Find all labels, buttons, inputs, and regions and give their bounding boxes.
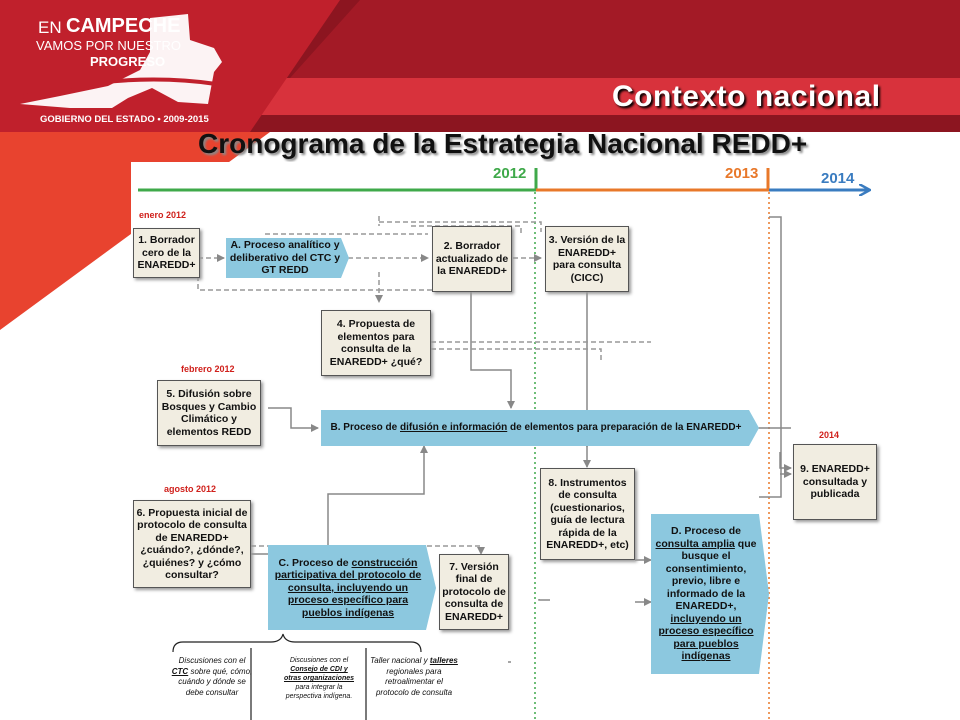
date-febrero-2012: febrero 2012 [181,364,235,374]
process-a-shape [226,238,349,278]
step-8-text: 8. Instrumentos de consulta (cuestionari… [546,476,629,552]
note-ctc-underline: CTC [171,666,189,676]
step-7-text: 7. Versión final de protocolo de consult… [442,560,506,623]
step-d-text: D. Proceso de consulta amplia que busque… [655,525,757,663]
step-3-box: 3. Versión de la ENAREDD+ para consulta … [545,226,629,292]
step-b-text: B. Proceso de difusión e información de … [330,421,742,433]
logo-road-icon [9,77,217,102]
note-cdi-underline: Consejo de CDI y otras organizaciones [283,666,355,682]
step-7-box: 7. Versión final de protocolo de consult… [439,554,509,630]
logo-text-campeche: CAMPECHE [66,15,181,37]
logo-text-en: EN [38,18,62,37]
process-b-arrow [321,410,759,446]
note-ctc: Discusiones con el CTC sobre qué, cómo, … [171,656,253,697]
step-b-box: B. Proceso de difusión e información de … [321,410,751,446]
step-d-box: D. Proceso de consulta amplia que busque… [651,514,761,674]
date-2014: 2014 [819,430,840,440]
step-d-underline-2: incluyendo un proceso específico para pu… [658,612,754,663]
step-8-box: 8. Instrumentos de consulta (cuestionari… [540,468,635,560]
step-b-underline: difusión e información [400,421,508,433]
step-3-text: 3. Versión de la ENAREDD+ para consulta … [548,234,626,284]
step-9-box: 9. ENAREDD+ consultada y publicada [793,444,877,520]
logo-text-slogan: VAMOS POR NUESTRO [36,38,181,53]
step-4-text: 4. Propuesta de elementos para consulta … [329,318,423,368]
page-subtitle: Cronograma de la Estrategia Nacional RED… [198,128,808,159]
step-c-underline: construcción participativa del protocolo… [274,556,422,619]
step-c-text: C. Proceso de construcción participativa… [274,556,422,619]
logo-text-progreso: PROGRESO [90,54,166,69]
step-5-box: 5. Difusión sobre Bosques y Cambio Climá… [157,380,261,446]
date-enero-2012: enero 2012 [139,210,187,220]
step-d-underline-1: consulta amplia [655,537,735,550]
step-a-text: A. Proceso analítico y deliberativo del … [229,239,341,277]
red-stripe [290,0,960,78]
step-a-box: A. Proceso analítico y deliberativo del … [226,238,344,278]
step-1-text: 1. Borrador cero de la ENAREDD+ [137,234,196,272]
page-title: Contexto nacional [612,80,881,113]
note-cdi: Discusiones con el Consejo de CDI y otra… [283,657,355,700]
step-c-box: C. Proceso de construcción participativa… [268,545,428,631]
step-4-box: 4. Propuesta de elementos para consulta … [321,310,431,376]
note-braces [172,633,422,720]
process-d-shape [651,514,769,674]
logo-footer: GOBIERNO DEL ESTADO • 2009-2015 [40,114,209,125]
diagram-connectors [138,168,937,720]
year-2012-label: 2012 [493,165,527,182]
step-2-box: 2. Borrador actualizado de la ENAREDD+ [432,226,512,292]
year-2013-label: 2013 [725,165,759,182]
note-talleres: Taller nacional y talleres regionales pa… [370,656,458,697]
process-c-shape [268,545,436,630]
step-2-text: 2. Borrador actualizado de la ENAREDD+ [435,240,509,278]
step-6-box: 6. Propuesta inicial de protocolo de con… [133,500,251,588]
step-1-box: 1. Borrador cero de la ENAREDD+ [133,228,200,278]
step-6-text: 6. Propuesta inicial de protocolo de con… [136,506,248,582]
step-5-text: 5. Difusión sobre Bosques y Cambio Climá… [161,388,257,438]
year-2014-label: 2014 [821,170,855,187]
logo-map-icon [20,14,222,108]
date-agosto-2012: agosto 2012 [164,484,217,494]
note-talleres-underline: talleres [429,656,458,665]
diagram-panel: 2012 2013 2014 enero 2012 febrero 2012 a… [131,162,937,720]
step-9-text: 9. ENAREDD+ consultada y publicada [800,463,870,501]
